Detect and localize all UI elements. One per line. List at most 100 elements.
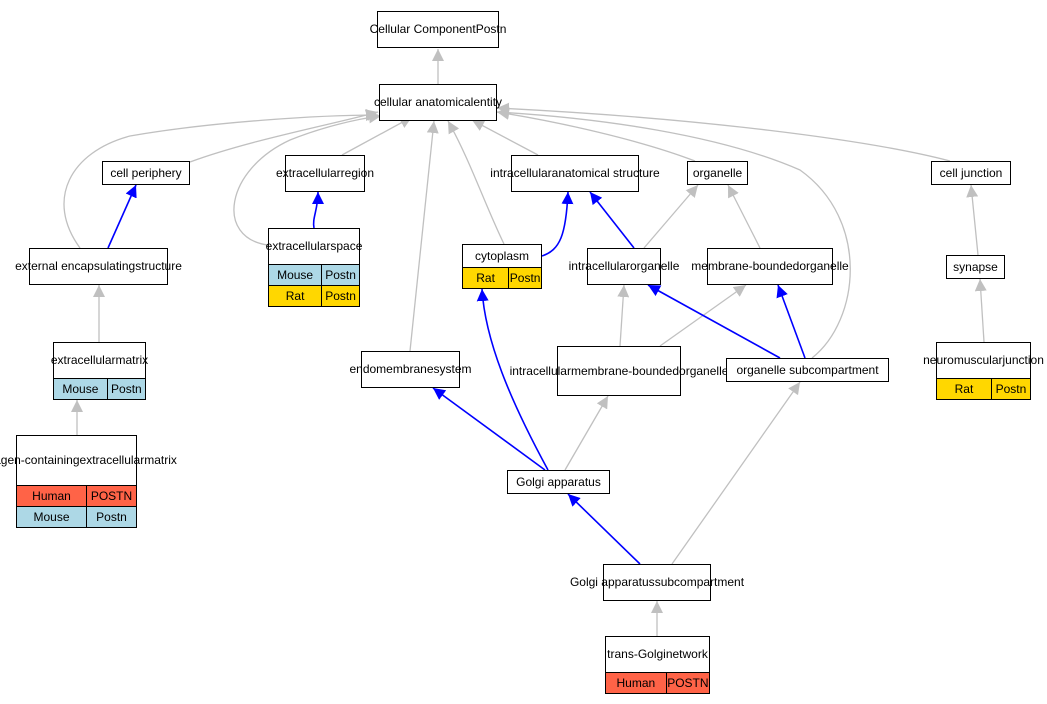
node-label-line: organelle (679, 363, 729, 378)
edge-intracellular-organelle-part-of-ias (589, 191, 635, 249)
node-label-line: extracellular (275, 166, 341, 180)
node-label-line: extracellular (265, 239, 331, 253)
node-cell-junction[interactable]: cell junction (931, 161, 1011, 185)
species-cell: Rat (476, 271, 495, 285)
node-label-line: matrix (115, 353, 149, 367)
species-cell: Human (32, 489, 71, 503)
gene-cell: POSTN (665, 673, 709, 693)
node-organelle[interactable]: organelle (687, 161, 748, 185)
gene-cell: Postn (990, 379, 1030, 399)
annotation-row: Mouse Postn (269, 264, 359, 285)
edge-ext-encap-to-cae (63, 109, 379, 249)
node-golgi-apparatus[interactable]: Golgi apparatus (507, 470, 610, 494)
node-label-line: cellular anatomical (373, 95, 474, 109)
gene-cell: Postn (321, 286, 359, 306)
node-label-line: intracellular (568, 259, 630, 273)
node-label-line: junction (1002, 353, 1044, 367)
edge-endomembrane-to-cae (409, 120, 439, 352)
node-label-line: Cellular Component (369, 22, 476, 36)
node-label: synapse (947, 256, 1004, 278)
species-cell: Rat (285, 289, 305, 303)
node-label-line: cell junction (939, 165, 1003, 180)
edge-membrane-bounded-to-organelle (727, 184, 761, 249)
edge-golgi-sub-to-organelle-subcompartment (671, 381, 801, 565)
gene-cell: Postn (321, 265, 359, 285)
node-label-line: space (330, 239, 363, 253)
node-label-line: endomembrane (349, 362, 434, 376)
node-label-line: cell periphery (110, 165, 182, 180)
annotation-rows: Human POSTN Mouse Postn (17, 485, 136, 527)
node-label-line: extracellular (79, 453, 145, 467)
species-cell: Mouse (277, 268, 314, 282)
annotation-rows: Mouse Postn (54, 378, 145, 399)
edge-golgi-part-of-cytoplasm (476, 288, 549, 471)
node-label-line: network (665, 647, 708, 661)
gene-cell: Postn (106, 379, 145, 399)
edge-synapse-to-cell-junction (966, 184, 979, 256)
edge-imbo-to-intracellular-organelle (617, 284, 630, 347)
node-label-line: extracellular (50, 353, 116, 367)
node-label: cell periphery (103, 162, 189, 184)
node-label: organelle (688, 162, 747, 184)
edge-cell-periphery-to-cae (189, 109, 379, 163)
node-cell-periphery[interactable]: cell periphery (102, 161, 190, 185)
node-label-line: Golgi apparatus (516, 474, 601, 489)
gene-cell: POSTN (86, 486, 136, 506)
node-label-line: organelle (799, 259, 849, 273)
edge-organelle-subcompartment-part-of-io (647, 284, 781, 359)
node-label-line: synapse (953, 259, 998, 274)
edge-golgi-sub-part-of-golgi (567, 493, 641, 565)
annotation-row: Mouse Postn (54, 378, 145, 399)
edge-extracellular-space-to-cae (233, 111, 382, 246)
node-label-line: collagen-containing (0, 453, 80, 467)
gene-cell: Postn (508, 268, 541, 288)
annotation-row: Mouse Postn (17, 506, 136, 527)
annotation-rows: Rat Postn (463, 267, 541, 288)
gene-cell: Postn (86, 507, 136, 527)
edge-ias-to-cae (471, 119, 539, 156)
node-label-line: matrix (144, 453, 177, 467)
node-label: cytoplasm (463, 245, 541, 267)
species-cell: Mouse (33, 510, 70, 524)
node-label-line: trans-Golgi (607, 647, 666, 661)
node-label-line: cytoplasm (474, 248, 530, 263)
node-synapse[interactable]: synapse (946, 255, 1005, 279)
node-label-line: organelle (630, 259, 680, 273)
node-cytoplasm[interactable]: cytoplasm Rat Postn (462, 244, 542, 289)
node-organelle-subcompartment[interactable]: organelle subcompartment (726, 358, 889, 382)
species-cell: Mouse (62, 382, 99, 396)
edge-cell-junction-to-cae (496, 102, 951, 162)
edge-golgi-part-of-endomembrane (432, 387, 546, 471)
node-label-line: entity (473, 95, 503, 109)
node-label-line: membrane-bounded (691, 259, 800, 273)
